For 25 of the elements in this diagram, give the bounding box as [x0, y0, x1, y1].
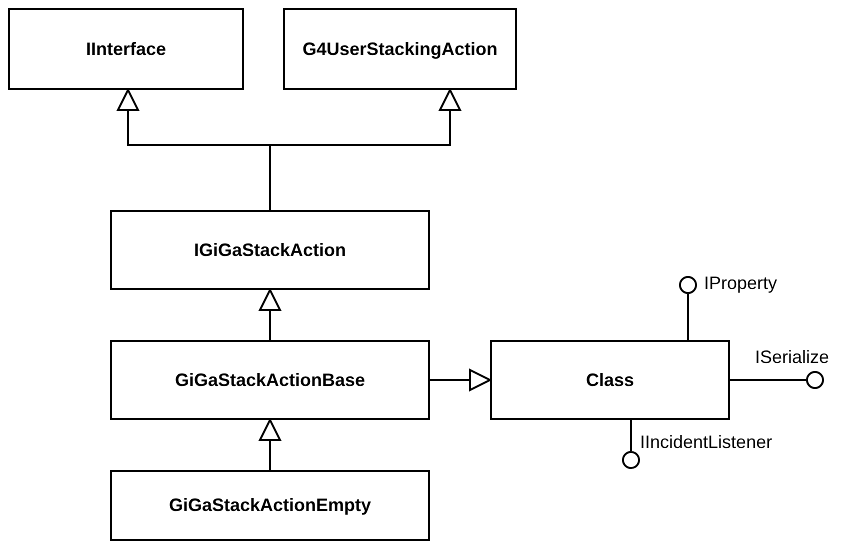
class-box [8, 8, 244, 90]
class-name: Class [586, 370, 634, 390]
class-name: IInterface [86, 38, 166, 60]
inheritance-arrow [259, 289, 281, 340]
interface-circle [806, 371, 824, 389]
class-box [110, 210, 430, 290]
interface-name: IIncidentListener [640, 432, 772, 453]
class-box [110, 470, 430, 541]
connector-line [687, 294, 689, 340]
class-name: GiGaStackActionBase [174, 370, 366, 390]
inheritance-arrow [430, 369, 491, 391]
interface-circle [622, 451, 640, 469]
class-name: G4UserStackingAction [302, 38, 498, 60]
inheritance-arrow [259, 419, 281, 470]
class-box [283, 8, 517, 90]
interface-circle [679, 276, 697, 294]
class-name: IGiGaStackAction [194, 240, 346, 260]
class-box [490, 340, 730, 420]
interface-name: IProperty [704, 273, 778, 294]
class-box [110, 340, 430, 420]
connector-line [630, 420, 632, 451]
class-name: GiGaStackActionEmpty [168, 495, 372, 516]
interface-name: ISerialize [755, 347, 830, 368]
connector-line [730, 379, 806, 381]
inheritance-arrow [269, 89, 461, 210]
